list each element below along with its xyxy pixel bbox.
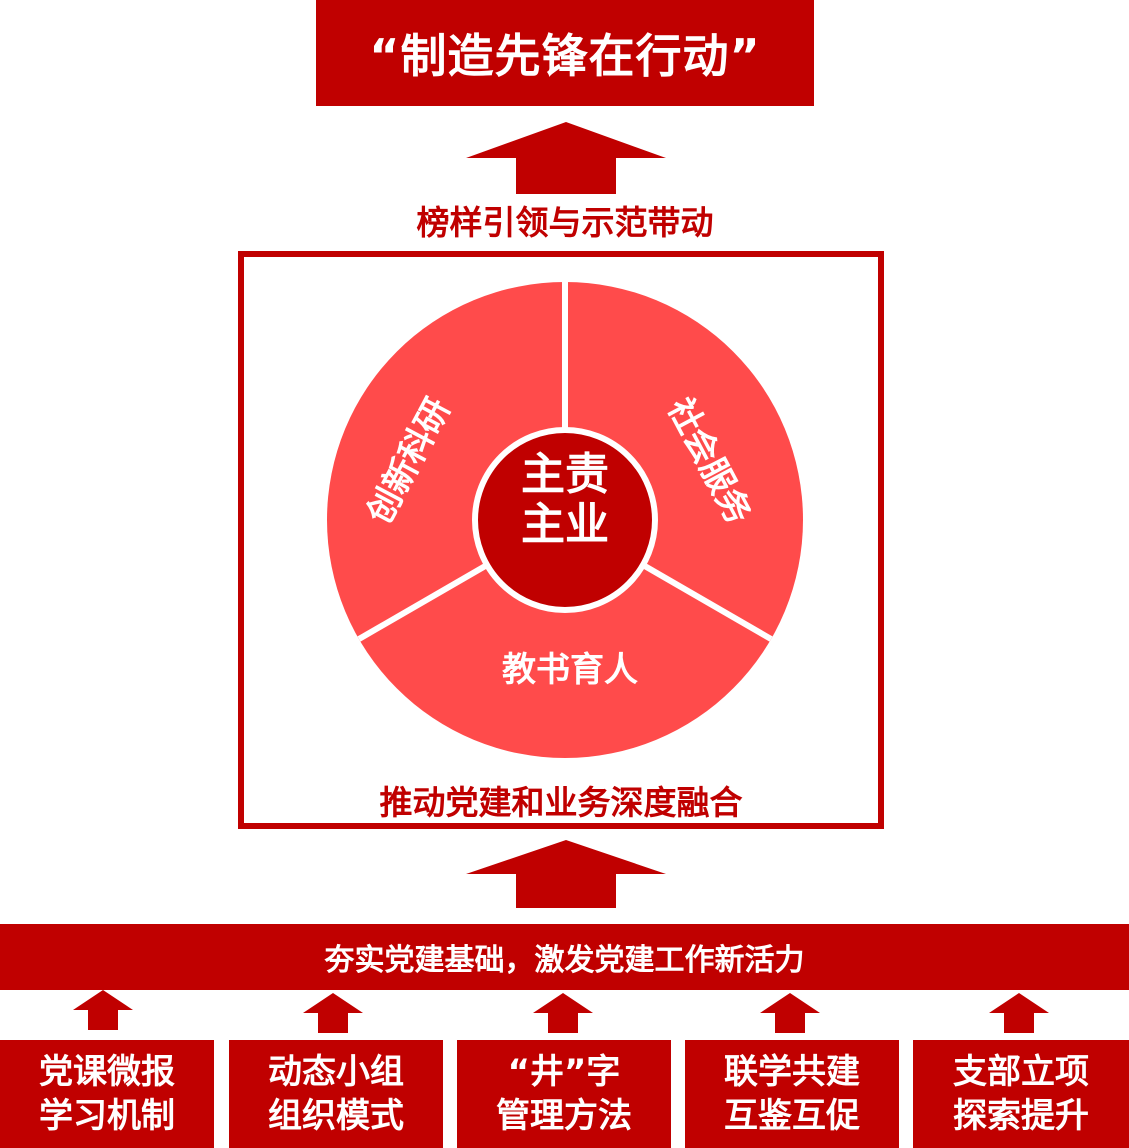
small-up-arrow-icon: [303, 993, 363, 1033]
title-banner: “制造先锋在行动”: [316, 0, 814, 106]
foundation-bar: 夯实党建基础，激发党建工作新活力: [0, 924, 1129, 990]
core-line-2: 主业: [521, 499, 609, 550]
small-up-arrow-icon: [760, 993, 820, 1033]
practice-box-1: 党课微报 学习机制: [0, 1040, 214, 1148]
practice-box-2: 动态小组 组织模式: [229, 1040, 443, 1148]
small-up-arrow-icon: [533, 993, 593, 1033]
core-label: 主责 主业: [470, 450, 660, 550]
practice-box-line-2: 探索提升: [953, 1096, 1089, 1136]
practice-box-line-1: 党课微报: [39, 1052, 175, 1092]
practice-box-line-2: 互鉴互促: [724, 1096, 860, 1136]
practice-box-line-2: 学习机制: [39, 1096, 175, 1136]
practice-box-line-1: 支部立项: [953, 1052, 1089, 1092]
up-arrow-icon: [466, 840, 666, 908]
practice-box-line-2: 组织模式: [268, 1096, 404, 1136]
small-up-arrow-icon: [73, 990, 133, 1030]
practice-box-line-1: “井”字: [507, 1052, 621, 1092]
title-text: “制造先锋在行动”: [369, 29, 761, 83]
core-line-1: 主责: [521, 449, 609, 500]
frame-caption: 推动党建和业务深度融合: [379, 783, 743, 822]
practice-box-4: 联学共建 互鉴互促: [685, 1040, 899, 1148]
practice-box-5: 支部立项 探索提升: [913, 1040, 1129, 1148]
integration-frame: [238, 251, 884, 829]
practice-box-3: “井”字 管理方法: [457, 1040, 671, 1148]
up-arrow-icon: [466, 122, 666, 194]
practice-box-line-2: 管理方法: [496, 1096, 632, 1136]
foundation-text: 夯实党建基础，激发党建工作新活力: [324, 943, 805, 978]
segment-label-bottom: 教书育人: [502, 650, 638, 690]
top-arrow-caption: 榜样引领与示范带动: [416, 203, 714, 242]
core-circle: [472, 427, 658, 613]
practice-box-line-1: 联学共建: [724, 1052, 860, 1092]
practice-box-line-1: 动态小组: [268, 1052, 404, 1092]
core-circle-diagram: [327, 282, 803, 758]
small-up-arrow-icon: [989, 993, 1049, 1033]
